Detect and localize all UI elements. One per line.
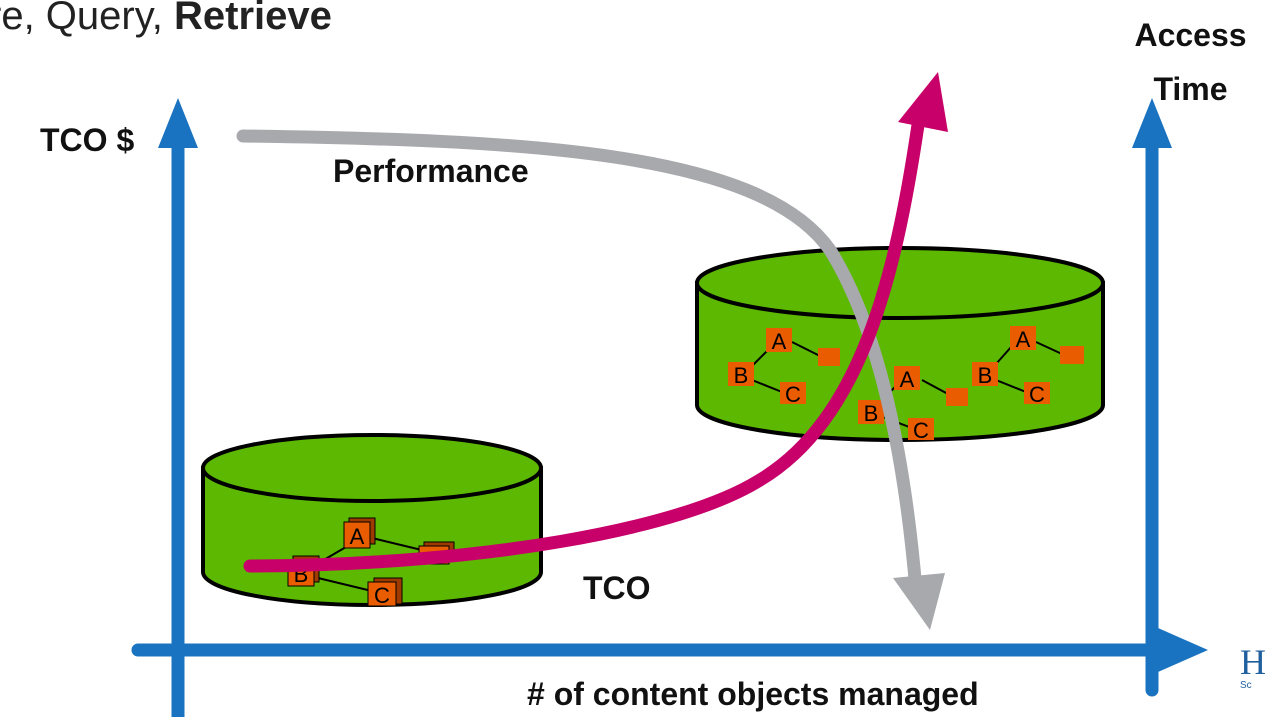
node-a-label: A (1016, 327, 1031, 352)
title-prefix: re, Query, (0, 0, 174, 38)
x-axis-label: # of content objects managed (527, 676, 979, 712)
axes (131, 98, 1208, 722)
tco-curve-line (243, 118, 925, 573)
node-b (858, 400, 884, 424)
node-a (766, 328, 792, 352)
right-axis-label-line1: Access (1134, 17, 1247, 53)
node-c-label: C (1029, 382, 1045, 407)
tree-edge (751, 379, 783, 393)
node-a-label: A (772, 329, 787, 354)
node-b-label: B (734, 363, 749, 388)
performance-curve-line (236, 129, 923, 597)
left-axis-label: TCO $ (40, 122, 135, 158)
tco-label: TCO (583, 570, 651, 606)
tree-edge (995, 345, 1013, 365)
node-a-label: A (350, 524, 365, 549)
node-b (972, 362, 998, 386)
logo-subtext: Sc (1240, 680, 1252, 691)
right-axis-label: Access Time (1118, 8, 1263, 116)
node-leaf (1060, 346, 1084, 364)
title-bold: Retrieve (173, 0, 332, 38)
tco-curve (243, 72, 948, 573)
node-c-label: C (913, 418, 929, 443)
performance-label: Performance (333, 153, 529, 189)
small-cylinder-top (201, 433, 543, 503)
node-b-label: B (978, 363, 993, 388)
node-c (367, 581, 397, 607)
tree-edge (995, 379, 1027, 393)
logo: H Sc (1240, 644, 1266, 691)
performance-curve-arrowhead (893, 573, 945, 630)
node-a (894, 366, 920, 390)
node-c-label: C (785, 382, 801, 407)
right-axis-label-line2: Time (1153, 71, 1228, 107)
tree-edge (921, 379, 949, 395)
node-c (908, 418, 934, 440)
large-node-trees: A B C A B C A B C (728, 326, 1084, 443)
node-a (1010, 326, 1036, 350)
node-a (343, 521, 371, 549)
node-a-label: A (900, 367, 915, 392)
performance-curve (236, 129, 945, 630)
x-axis-arrowhead (1158, 628, 1208, 672)
tree-edge (317, 577, 377, 593)
tco-curve-arrowhead (898, 72, 948, 132)
logo-letter: H (1240, 642, 1266, 682)
slide-title: re, Query, Retrieve (0, 0, 332, 39)
node-leaf (946, 388, 968, 406)
node-leaf (818, 348, 840, 366)
left-y-axis-arrowhead (158, 98, 198, 148)
node-c (1024, 382, 1050, 404)
node-c-label: C (374, 583, 390, 608)
node-b (728, 362, 754, 386)
node-c (780, 382, 806, 404)
node-b-label: B (864, 401, 879, 426)
tree-edge (1035, 341, 1063, 355)
large-cylinder-top (695, 246, 1105, 320)
tree-edge (791, 341, 821, 357)
right-y-axis-arrowhead (1132, 98, 1172, 148)
